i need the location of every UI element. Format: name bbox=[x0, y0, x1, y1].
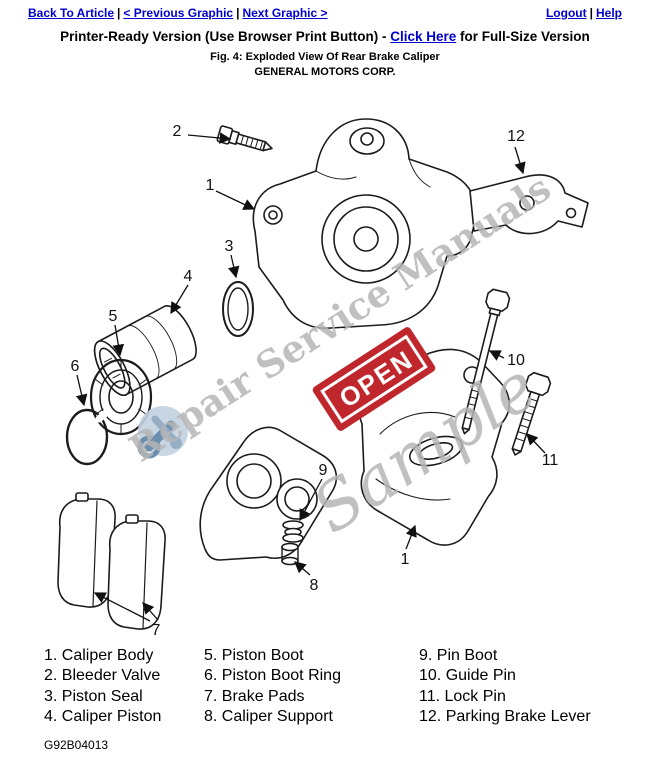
callout-6: 6 bbox=[71, 358, 80, 375]
printer-ready-title: Printer-Ready Version (Use Browser Print… bbox=[0, 29, 650, 44]
callout-1b: 1 bbox=[401, 551, 410, 568]
piston-seal-part bbox=[222, 281, 254, 337]
legend-column-3: 9. Pin Boot 10. Guide Pin 11. Lock Pin 1… bbox=[419, 646, 591, 728]
callout-1: 1 bbox=[206, 177, 215, 194]
parking-brake-lever-part bbox=[469, 174, 589, 235]
legend-item: 7. Brake Pads bbox=[204, 687, 305, 705]
legend-item: 3. Piston Seal bbox=[44, 687, 143, 705]
callout-2: 2 bbox=[173, 123, 182, 140]
back-to-article-link[interactable]: Back To Article bbox=[28, 6, 115, 20]
legend-item: 6. Piston Boot Ring bbox=[204, 667, 341, 685]
nav-separator: | bbox=[117, 6, 121, 20]
legend-item: 10. Guide Pin bbox=[419, 667, 516, 685]
legend-item: 1. Caliper Body bbox=[44, 647, 154, 664]
support-bushing-part bbox=[281, 542, 299, 566]
callout-leaders bbox=[75, 132, 546, 622]
legend-item: 8. Caliper Support bbox=[204, 708, 333, 726]
callout-numbers: 1 2 3 4 5 6 7 8 9 10 11 12 1 bbox=[71, 123, 559, 639]
exploded-diagram: 1 2 3 4 5 6 7 8 9 10 11 12 1 bbox=[57, 118, 589, 639]
nav-separator: | bbox=[236, 6, 240, 20]
nav-left: Back To Article|< Previous Graphic|Next … bbox=[28, 6, 328, 20]
callout-4: 4 bbox=[184, 268, 193, 285]
legend-column-2: 5. Piston Boot 6. Piston Boot Ring 7. Br… bbox=[204, 646, 419, 728]
figure-caption: Fig. 4: Exploded View Of Rear Brake Cali… bbox=[210, 51, 440, 63]
logout-link[interactable]: Logout bbox=[545, 6, 587, 20]
caliper-body-part bbox=[252, 118, 478, 329]
parts-legend: 1. Caliper Body 2. Bleeder Valve 3. Pist… bbox=[0, 646, 650, 728]
callout-3: 3 bbox=[225, 238, 234, 255]
callout-10: 10 bbox=[507, 352, 525, 369]
lock-pin-part bbox=[511, 371, 552, 456]
nav-right: Logout|Help bbox=[546, 6, 622, 20]
caliper-piston-part bbox=[93, 305, 197, 397]
callout-9: 9 bbox=[319, 462, 328, 479]
legend-item: 2. Bleeder Valve bbox=[44, 667, 161, 685]
company-caption: GENERAL MOTORS CORP. bbox=[254, 66, 396, 78]
previous-graphic-link[interactable]: < Previous Graphic bbox=[123, 6, 234, 20]
callout-5: 5 bbox=[109, 308, 118, 325]
piston-boot-part bbox=[89, 358, 153, 436]
tools-icon bbox=[137, 406, 188, 459]
legend-item: 11. Lock Pin bbox=[419, 687, 506, 705]
graphic-id-code: G92B04013 bbox=[44, 737, 109, 752]
diagram-area: 1 2 3 4 5 6 7 8 9 10 11 12 1 bbox=[0, 79, 650, 644]
nav-separator: | bbox=[589, 6, 593, 20]
piston-boot-ring-part bbox=[65, 407, 112, 466]
next-graphic-link[interactable]: Next Graphic > bbox=[242, 6, 328, 20]
legend-item: 9. Pin Boot bbox=[419, 647, 498, 664]
title-suffix: for Full-Size Version bbox=[456, 29, 590, 44]
callout-12: 12 bbox=[507, 128, 525, 145]
guide-pin-part bbox=[461, 288, 511, 435]
pin-boot-part bbox=[282, 520, 304, 543]
legend-item: 12. Parking Brake Lever bbox=[419, 708, 591, 726]
help-link[interactable]: Help bbox=[595, 6, 622, 20]
title-prefix: Printer-Ready Version (Use Browser Print… bbox=[60, 29, 391, 44]
legend-item: 5. Piston Boot bbox=[204, 647, 304, 664]
top-nav: Back To Article|< Previous Graphic|Next … bbox=[0, 0, 650, 20]
callout-11: 11 bbox=[542, 452, 559, 469]
full-size-version-link[interactable]: Click Here bbox=[390, 29, 457, 44]
legend-item: 4. Caliper Piston bbox=[44, 708, 162, 726]
brake-pads-part bbox=[57, 492, 166, 630]
callout-7: 7 bbox=[152, 622, 161, 639]
bleeder-valve-part bbox=[216, 125, 273, 152]
legend-column-1: 1. Caliper Body 2. Bleeder Valve 3. Pist… bbox=[44, 646, 204, 728]
callout-8: 8 bbox=[310, 577, 319, 594]
